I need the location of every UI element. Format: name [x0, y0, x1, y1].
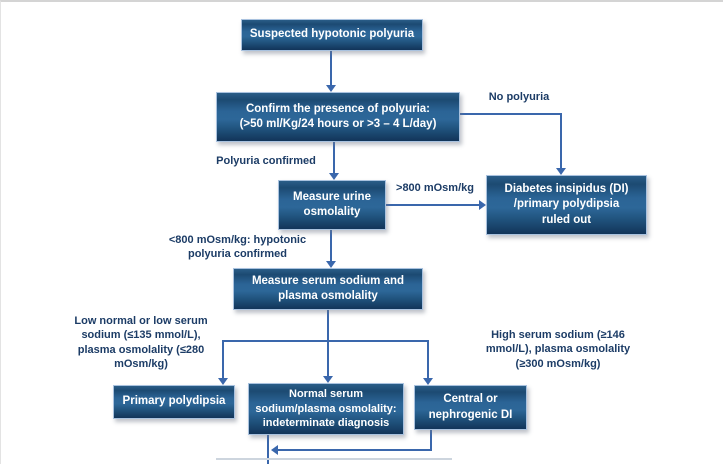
connector-line — [327, 340, 329, 376]
edge-label-polyuria-confirmed: Polyuria confirmed — [216, 155, 316, 167]
arrow-head — [329, 173, 339, 180]
connector-line — [267, 435, 269, 464]
arrow-head — [326, 261, 336, 268]
node-measure-serum-sodium: Measure serum sodium and plasma osmolali… — [233, 268, 423, 310]
arrow-head — [271, 445, 278, 455]
cutoff-box-edge — [216, 458, 452, 460]
arrow-head — [423, 378, 433, 385]
edge-label-lt-800: <800 mOsm/kg: hypotonic polyuria confirm… — [168, 234, 307, 261]
connector-line — [427, 340, 429, 378]
arrow-head — [326, 85, 336, 92]
connector-line — [430, 430, 432, 451]
connector-line — [222, 340, 429, 342]
connector-line — [460, 113, 562, 115]
node-di-ruled-out: Diabetes insipidus (DI) /primary polydip… — [486, 175, 647, 235]
node-confirm-polyuria: Confirm the presence of polyuria: (>50 m… — [216, 92, 460, 142]
connector-line — [222, 340, 224, 378]
node-suspected-hypotonic-polyuria: Suspected hypotonic polyuria — [241, 19, 423, 51]
node-primary-polydipsia: Primary polydipsia — [113, 385, 235, 419]
node-central-nephrogenic-di: Central or nephrogenic DI — [414, 385, 527, 430]
connector-line — [333, 142, 335, 173]
edge-label-gt-800: >800 mOsm/kg — [396, 182, 474, 194]
arrow-head — [556, 168, 566, 175]
node-measure-urine-osmolality: Measure urine osmolality — [278, 180, 386, 230]
connector-line — [327, 310, 329, 341]
arrow-head — [479, 200, 486, 210]
node-indeterminate-diagnosis: Normal serum sodium/plasma osmolality: i… — [248, 383, 404, 435]
connector-line — [560, 113, 562, 168]
connector-line — [278, 449, 432, 451]
edge-label-no-polyuria: No polyuria — [488, 91, 550, 103]
connector-line — [330, 51, 332, 86]
edge-label-low-sodium: Low normal or low serum sodium (≤135 mmo… — [74, 315, 208, 370]
connector-line — [330, 230, 332, 261]
arrow-head — [323, 376, 333, 383]
arrow-head — [218, 378, 228, 385]
edge-label-high-sodium: High serum sodium (≥146 mmol/L), plasma … — [485, 329, 631, 370]
connector-line — [386, 204, 479, 206]
